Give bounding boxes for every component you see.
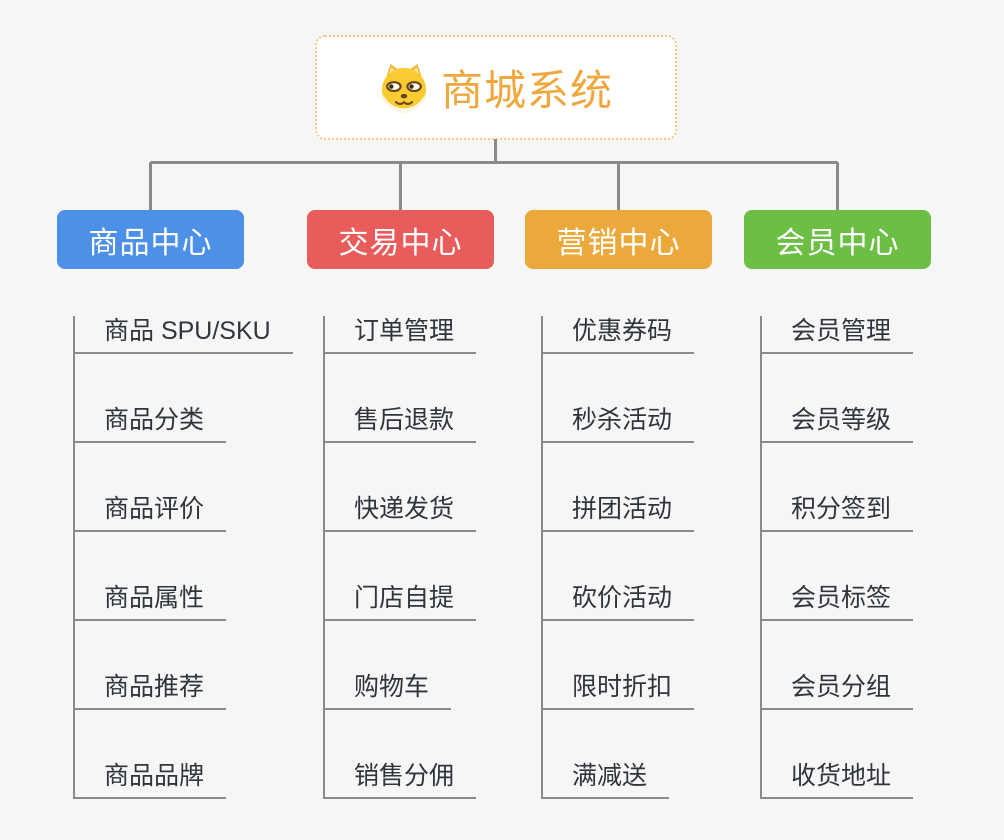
branch-header[interactable]: 商品中心	[57, 210, 244, 269]
branch-header[interactable]: 营销中心	[525, 210, 712, 269]
branch-header[interactable]: 会员中心	[744, 210, 931, 269]
branch-items: 商品 SPU/SKU 商品分类商品评价商品属性商品推荐商品品牌	[73, 316, 293, 799]
branch-item[interactable]: 拼团活动	[543, 494, 695, 532]
branch-label: 交易中心	[338, 226, 463, 260]
branch-item[interactable]: 商品分类	[75, 405, 227, 443]
connector-drop-2	[399, 161, 402, 210]
connector-bus	[149, 161, 839, 210]
branch: 营销中心 优惠券码秒杀活动拼团活动砍价活动限时折扣满减送	[525, 210, 712, 799]
connector-drop-3	[617, 161, 620, 210]
branch-label: 会员中心	[775, 226, 900, 260]
branch-item[interactable]: 售后退款	[325, 405, 477, 443]
branch-item[interactable]: 秒杀活动	[543, 405, 695, 443]
root-node[interactable]: 商城系统	[315, 35, 677, 140]
branch-item[interactable]: 限时折扣	[543, 672, 695, 710]
branch-item[interactable]: 商品评价	[75, 494, 227, 532]
branch-item[interactable]: 会员等级	[762, 405, 914, 443]
branch-item[interactable]: 优惠券码	[543, 316, 695, 354]
branch-item[interactable]: 会员管理	[762, 316, 914, 354]
branch-item[interactable]: 砍价活动	[543, 583, 695, 621]
branch: 会员中心 会员管理会员等级积分签到会员标签会员分组收货地址	[744, 210, 931, 799]
branch: 商品中心 商品 SPU/SKU 商品分类商品评价商品属性商品推荐商品品牌	[57, 210, 293, 799]
connector-root-stub	[494, 139, 497, 163]
branch-items: 优惠券码秒杀活动拼团活动砍价活动限时折扣满减送	[541, 316, 695, 799]
branch-item[interactable]: 积分签到	[762, 494, 914, 532]
branch-item[interactable]: 收货地址	[762, 761, 914, 799]
branch-item[interactable]: 商品品牌	[75, 761, 227, 799]
branch-item[interactable]: 会员标签	[762, 583, 914, 621]
branch-item[interactable]: 商品属性	[75, 583, 227, 621]
branch-items: 会员管理会员等级积分签到会员标签会员分组收货地址	[760, 316, 914, 799]
root-title: 商城系统	[440, 67, 613, 114]
branch-label: 商品中心	[88, 226, 213, 260]
branch-item[interactable]: 门店自提	[325, 583, 477, 621]
branch-item[interactable]: 销售分佣	[325, 761, 477, 799]
branch-item[interactable]: 购物车	[325, 672, 452, 710]
branch-item[interactable]: 订单管理	[325, 316, 477, 354]
branch: 交易中心 订单管理售后退款快递发货门店自提购物车销售分佣	[307, 210, 494, 799]
branch-item[interactable]: 满减送	[543, 761, 670, 799]
branch-label: 营销中心	[556, 226, 681, 260]
branch-item[interactable]: 会员分组	[762, 672, 914, 710]
branch-item[interactable]: 快递发货	[325, 494, 477, 532]
branch-header[interactable]: 交易中心	[307, 210, 494, 269]
branch-item[interactable]: 商品 SPU/SKU	[75, 316, 293, 354]
branch-item[interactable]: 商品推荐	[75, 672, 227, 710]
dog-face-icon	[379, 63, 429, 113]
branch-items: 订单管理售后退款快递发货门店自提购物车销售分佣	[323, 316, 477, 799]
